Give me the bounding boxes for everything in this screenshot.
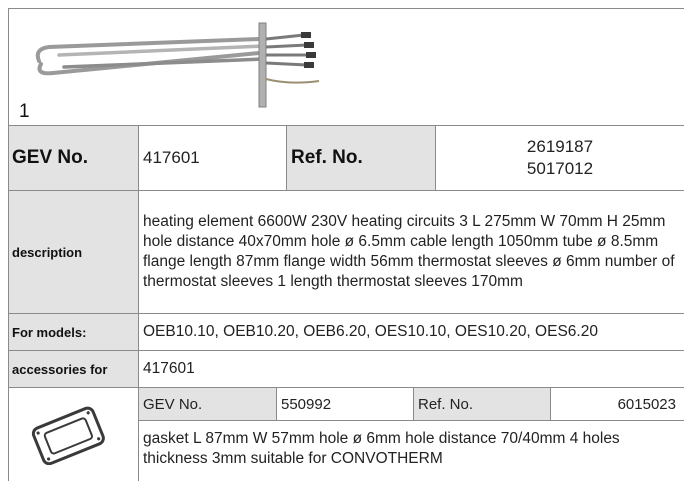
divider (276, 388, 277, 420)
accessories-label: accessories for (12, 361, 108, 377)
divider (139, 420, 684, 421)
models-text-cell: OEB10.10, OEB10.20, OEB6.20, OES10.10, O… (139, 314, 684, 350)
accessory-gev-value-cell: 550992 (277, 388, 413, 420)
gev-value-cell: 417601 (139, 126, 286, 190)
description-label: description (12, 244, 83, 260)
divider (8, 313, 684, 314)
ref-value: 5017012 (526, 159, 594, 178)
models-text: OEB10.10, OEB10.20, OEB6.20, OES10.10, O… (143, 323, 598, 340)
accessory-ref-label: Ref. No. (418, 395, 474, 413)
accessory-ref-value-cell: 6015023 (551, 388, 684, 420)
description-label-cell: description (8, 191, 138, 313)
accessory-description-cell: gasket L 87mm W 57mm hole ø 6mm hole dis… (139, 421, 684, 481)
gev-value: 417601 (143, 148, 200, 167)
divider (550, 388, 551, 420)
heating-element-image (35, 22, 320, 108)
divider (435, 126, 436, 190)
accessories-value: 417601 (143, 360, 195, 377)
product-image-area: 1 (8, 8, 684, 127)
description-text-cell: heating element 6600W 230V heating circu… (139, 191, 684, 313)
description-text: heating element 6600W 230V heating circu… (143, 213, 675, 290)
divider (138, 126, 139, 481)
divider (8, 125, 684, 126)
accessory-gev-value: 550992 (281, 395, 332, 413)
image-number: 1 (19, 101, 30, 122)
divider (8, 8, 9, 481)
accessory-ref-label-cell: Ref. No. (414, 388, 550, 420)
accessory-gev-label-cell: GEV No. (139, 388, 276, 420)
divider (286, 126, 287, 190)
divider (413, 388, 414, 420)
accessories-label-cell: accessories for (8, 351, 138, 387)
accessory-image-cell (8, 388, 138, 481)
gev-label-cell: GEV No. (8, 126, 138, 190)
divider (8, 350, 684, 351)
ref-label: Ref. No. (291, 147, 363, 168)
accessories-value-cell: 417601 (139, 351, 684, 387)
accessory-ref-value: 6015023 (617, 395, 676, 413)
ref-label-cell: Ref. No. (287, 126, 435, 190)
models-label-cell: For models: (8, 314, 138, 350)
accessory-description: gasket L 87mm W 57mm hole ø 6mm hole dis… (143, 430, 620, 467)
divider (8, 387, 684, 388)
ref-values-cell: 2619187 5017012 (436, 126, 684, 190)
accessory-gev-label: GEV No. (143, 395, 203, 413)
divider (8, 190, 684, 191)
gev-label: GEV No. (12, 147, 89, 168)
gasket-image (31, 406, 105, 465)
ref-value: 2619187 (526, 137, 594, 156)
models-label: For models: (12, 324, 87, 340)
